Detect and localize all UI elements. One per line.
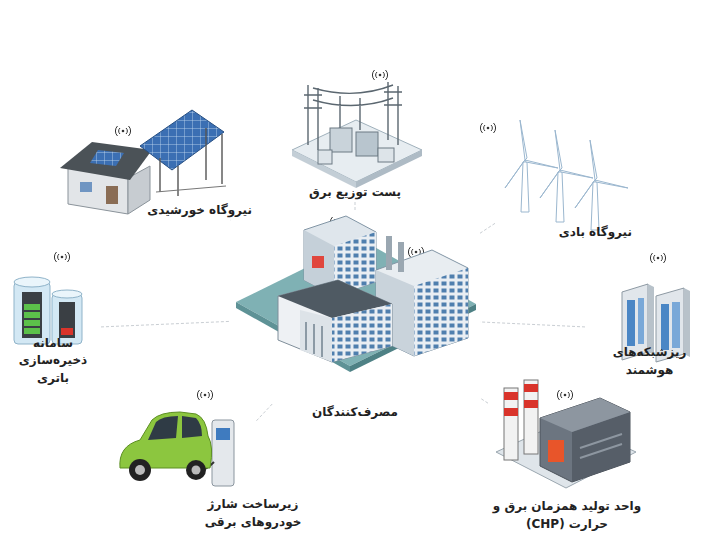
component-node: نیروگاه خورشیدی xyxy=(55,104,255,220)
node-label: مصرف‌کنندگان xyxy=(309,403,401,422)
solar-figure xyxy=(60,110,226,214)
connector xyxy=(255,404,272,422)
ev-figure xyxy=(120,412,234,486)
component-node: ریزشبکه‌های هوشمند xyxy=(585,280,714,380)
component-node: پست توزیع برق xyxy=(285,68,425,202)
connector xyxy=(480,322,585,327)
node-label: واحد تولید همزمان برق و حرارت (CHP) xyxy=(489,497,645,534)
connector xyxy=(101,321,230,327)
connector xyxy=(230,219,231,220)
connector xyxy=(480,398,488,403)
component-node: نیروگاه بادی xyxy=(495,112,635,242)
node-label: نیروگاه بادی xyxy=(556,223,635,242)
component-node: زیرساخت شارژ خودروهای برقی xyxy=(112,404,312,532)
node-label: نیروگاه خورشیدی xyxy=(144,201,255,220)
component-node: سامانه ذخیره‌سازی باتری xyxy=(5,270,101,388)
wind-figure xyxy=(505,120,628,230)
chp-figure xyxy=(496,380,636,488)
connector xyxy=(480,223,495,233)
substation-figure xyxy=(292,82,422,188)
battery-figure xyxy=(14,277,82,344)
node-label: زیرساخت شارژ خودروهای برقی xyxy=(194,495,312,532)
node-label: سامانه ذخیره‌سازی باتری xyxy=(6,334,100,388)
component-node: مصرف‌کنندگان xyxy=(230,210,480,422)
consumers-figure xyxy=(236,216,476,372)
connector xyxy=(355,202,356,210)
wifi-icons xyxy=(54,70,665,400)
node-label: پست توزیع برق xyxy=(306,183,404,202)
node-label: ریزشبکه‌های هوشمند xyxy=(585,343,714,380)
component-node: واحد تولید همزمان برق و حرارت (CHP) xyxy=(488,376,646,534)
